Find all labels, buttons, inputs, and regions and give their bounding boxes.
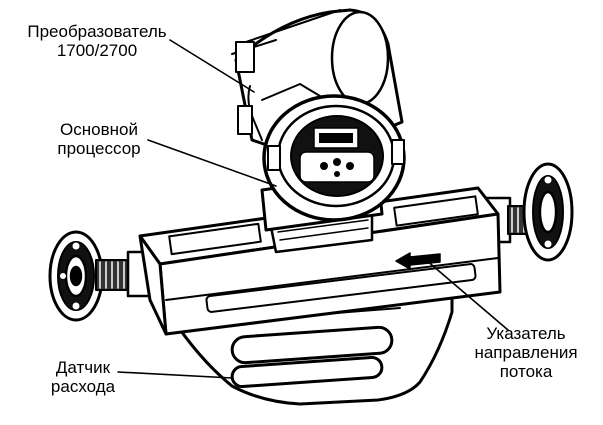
label-flow-direction-line1: Указатель [486,324,566,343]
leader-lines [117,39,509,379]
leader-flow-direction [425,259,509,331]
label-transmitter-line1: Преобразователь [27,22,167,41]
leader-transmitter [169,39,255,93]
leader-core-processor [147,139,277,187]
label-transmitter: Преобразователь 1700/2700 [2,22,192,60]
label-flow-direction-line2: направления [474,343,578,362]
label-core-processor-line2: процессор [57,139,141,158]
label-sensor: Датчик расхода [28,358,138,396]
label-transmitter-line2: 1700/2700 [56,41,138,60]
label-sensor-line2: расхода [50,377,116,396]
flow-arrow [395,252,441,270]
transmitter-front-cover [262,94,406,222]
leader-sensor [117,371,233,379]
label-flow-direction: Указатель направления потока [448,324,603,381]
label-core-processor: Основной процессор [34,120,164,158]
label-core-processor-line1: Основной [60,120,138,139]
label-flow-direction-line3: потока [499,362,553,381]
label-sensor-line1: Датчик [55,358,111,377]
left-flange [48,230,158,322]
